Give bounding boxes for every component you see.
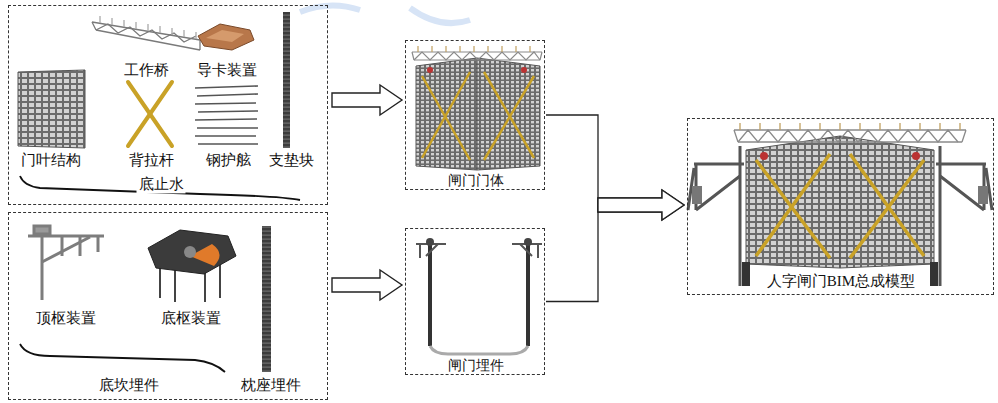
arrow-body	[332, 85, 402, 115]
watermark	[300, 5, 470, 23]
steel-fender-illustration	[195, 86, 258, 144]
assembled-model-illustration	[688, 123, 992, 286]
part-label: 工作桥	[122, 62, 171, 79]
bottom-pivot-illustration	[148, 230, 236, 302]
gate-leaf-illustration	[18, 70, 85, 148]
part-label: 钢护舷	[204, 152, 253, 169]
connector-line	[546, 205, 598, 302]
bridge-illustration	[92, 16, 200, 50]
connector-line	[546, 115, 598, 205]
part-label: 导卡装置	[195, 62, 259, 79]
part-label: 底止水	[137, 176, 186, 193]
dashed-group-box: 闸门门体	[405, 40, 545, 190]
part-label: 底枢装置	[159, 310, 223, 327]
guide-device-illustration	[198, 24, 254, 50]
support-block-illustration	[283, 12, 290, 148]
part-label: 背拉杆	[127, 152, 176, 169]
hollow-arrow	[332, 270, 402, 300]
hollow-arrow	[546, 190, 684, 302]
arrow-body	[598, 190, 684, 220]
part-label: 枕座埋件	[239, 377, 303, 394]
part-label: 支垫块	[267, 152, 316, 169]
bottom-seal-illustration	[20, 176, 300, 200]
gate-embed-illustration	[416, 238, 542, 354]
arrow-body	[598, 190, 684, 220]
part-label: 底坎埋件	[97, 377, 161, 394]
gate-body-illustration	[412, 46, 542, 170]
dashed-group-box: 人字闸门BIM总成模型	[687, 118, 994, 295]
pillow-embed-illustration	[262, 226, 271, 372]
group-title: 人字闸门BIM总成模型	[765, 273, 917, 290]
top-pivot-illustration	[28, 226, 104, 300]
group-title: 闸门门体	[446, 173, 506, 189]
dashed-group-box: 工作桥 导卡装置门叶结构 背拉杆 钢护舷支垫块底止水	[8, 5, 328, 205]
dashed-group-box: 闸门埋件	[405, 228, 545, 375]
hollow-arrow	[546, 115, 684, 220]
dashed-group-box: 顶枢装置 底枢装置底坎埋件 枕座埋件	[8, 212, 328, 400]
back-tie-rod-illustration	[128, 82, 172, 146]
part-label: 顶枢装置	[34, 310, 98, 327]
arrow-body	[332, 270, 402, 300]
group-title: 闸门埋件	[446, 358, 506, 374]
sill-embed-illustration	[20, 344, 225, 372]
hollow-arrow	[332, 85, 402, 115]
part-label: 门叶结构	[19, 152, 83, 169]
